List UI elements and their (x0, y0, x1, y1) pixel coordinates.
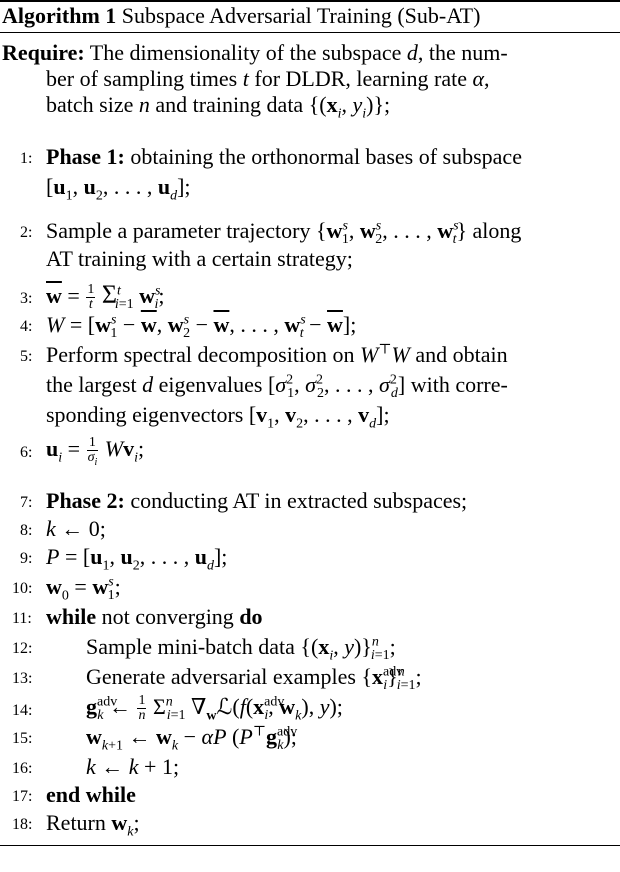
algorithm-header: Algorithm 1 Subspace Adversarial Trainin… (2, 3, 480, 29)
header-rule (0, 32, 620, 33)
line-number: 3: (20, 290, 33, 307)
line-number: 2: (20, 224, 33, 241)
line-number: 7: (20, 494, 33, 511)
algo-line-5c: sponding eigenvectors [v1, v2, . . . , v… (46, 402, 390, 432)
algo-line-5b: the largest d eigenvalues [σ21, σ22, . .… (46, 372, 508, 402)
top-rule (0, 0, 620, 2)
algo-line-4: W = [ws1 − w, ws2 − w, . . . , wst − w]; (46, 312, 357, 342)
algo-line-12: Sample mini-batch data {(xi, y)}ni=1; (86, 634, 396, 664)
bottom-rule (0, 845, 620, 846)
algo-line-17: end while (46, 782, 136, 807)
line-number: 16: (12, 760, 33, 777)
algorithm-label: Algorithm 1 (2, 3, 117, 28)
line-number: 6: (20, 444, 33, 461)
line-number: 8: (20, 522, 33, 539)
algorithm-title: Subspace Adversarial Training (Sub-AT) (121, 3, 481, 28)
require-line-3: batch size n and training data {(xi, yi)… (46, 92, 391, 122)
algo-line-1a: Phase 1: obtaining the orthonormal bases… (46, 144, 522, 169)
algo-line-2b: AT training with a certain strategy; (46, 246, 353, 271)
algo-line-7: Phase 2: conducting AT in extracted subs… (46, 488, 468, 513)
algo-line-1b: [u1, u2, . . . , ud]; (46, 174, 191, 204)
line-number: 10: (12, 580, 33, 597)
algo-line-11: while not converging do (46, 604, 263, 629)
line-number: 15: (12, 730, 33, 747)
line-number: 5: (20, 348, 33, 365)
algo-line-8: k ← 0; (46, 516, 106, 541)
algo-line-18: Return wk; (46, 810, 140, 840)
algo-line-10: w0 = ws1; (46, 574, 121, 604)
line-number: 14: (12, 702, 33, 719)
require-line-2: ber of sampling times t for DLDR, learni… (46, 66, 490, 91)
require-label: Require: (2, 40, 85, 65)
line-number: 17: (12, 788, 33, 805)
algo-line-13: Generate adversarial examples {xadvi}ni=… (86, 664, 422, 694)
algo-line-15: wk+1 ← wk − αP (P⊤gadvk); (86, 724, 298, 754)
algo-line-9: P = [u1, u2, . . . , ud]; (46, 544, 228, 574)
line-number: 12: (12, 640, 33, 657)
line-number: 18: (12, 816, 33, 833)
algo-line-2a: Sample a parameter trajectory {ws1, ws2,… (46, 218, 522, 248)
line-number: 13: (12, 670, 33, 687)
require-line-1: Require: The dimensionality of the subsp… (2, 40, 508, 65)
algo-line-16: k ← k + 1; (86, 754, 180, 779)
algo-line-5a: Perform spectral decomposition on W⊤W an… (46, 342, 508, 367)
line-number: 9: (20, 550, 33, 567)
line-number: 4: (20, 318, 33, 335)
line-number: 1: (20, 150, 33, 167)
line-number: 11: (12, 610, 32, 627)
